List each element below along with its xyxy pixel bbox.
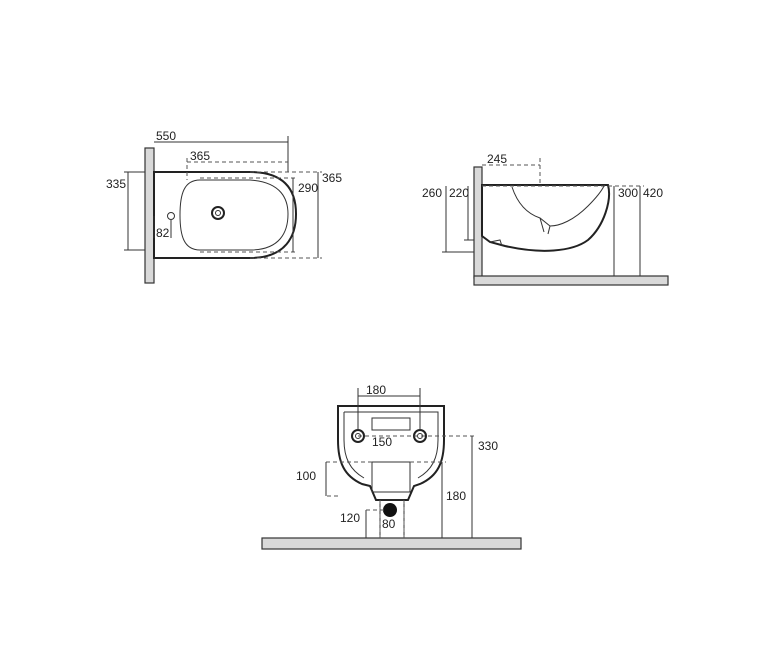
dim-label-245: 245	[487, 152, 507, 166]
top-view-bowl	[179, 179, 289, 251]
dim-label-260: 260	[422, 186, 442, 200]
top-view-body	[153, 171, 298, 259]
top-view-drain-inner	[215, 210, 221, 216]
side-view-floor	[473, 275, 669, 286]
dim-label-335: 335	[106, 177, 126, 191]
dim-label-330: 330	[478, 439, 498, 453]
top-view-wall	[144, 147, 155, 284]
dim-label-300: 300	[618, 186, 638, 200]
rear-view-pipe	[379, 499, 405, 539]
rear-view-floor	[261, 537, 522, 550]
dim-label-82: 82	[156, 226, 170, 240]
dim-label-180-right: 180	[446, 489, 466, 503]
side-view-spout	[539, 217, 545, 233]
rear-view-inlet-box	[371, 417, 411, 431]
rear-view-drain-point	[383, 503, 397, 517]
rear-view-outlet	[371, 461, 411, 493]
dim-label-365-top: 365	[190, 149, 210, 163]
rear-view-body	[337, 405, 445, 501]
dim-label-290: 290	[298, 181, 318, 195]
side-view: 245 260 220 300 420	[422, 152, 669, 286]
side-view-wall	[473, 166, 483, 279]
dim-label-120: 120	[340, 511, 360, 525]
top-view-drain-circle	[211, 206, 225, 220]
rear-view: 180 150 330 100 180 120 80	[261, 383, 522, 550]
side-view-outlet	[489, 239, 503, 247]
dim-label-100: 100	[296, 469, 316, 483]
dim-label-420: 420	[643, 186, 663, 200]
rear-view-inner	[343, 411, 439, 479]
dim-label-550: 550	[156, 129, 176, 143]
dim-label-180-top: 180	[366, 383, 386, 397]
top-view-fixing-hole	[167, 212, 175, 220]
side-view-body	[481, 184, 610, 252]
dim-label-220: 220	[449, 186, 469, 200]
dim-label-80: 80	[382, 517, 396, 531]
dim-label-365-right: 365	[322, 171, 342, 185]
side-view-bowl	[511, 185, 605, 227]
top-view: 550 365 290 365 335 82	[106, 129, 342, 284]
dim-label-150: 150	[372, 435, 392, 449]
side-view-spout-b	[547, 225, 551, 235]
